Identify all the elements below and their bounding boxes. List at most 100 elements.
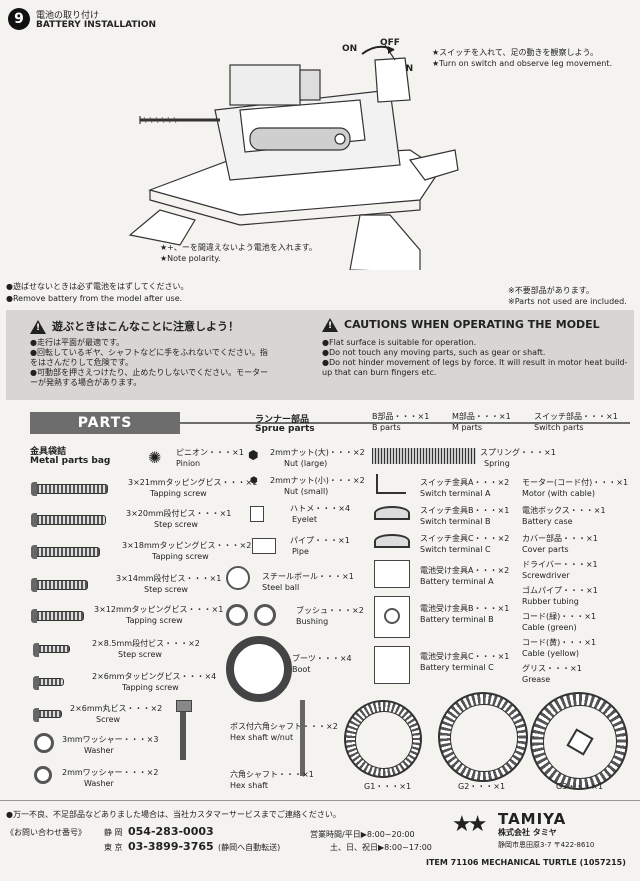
metal-parts-title-jp: 金具袋詰 <box>30 447 67 457</box>
part-label-en: Boot <box>292 665 311 674</box>
part-label-jp: ブーツ・・・×4 <box>292 654 352 663</box>
sprue-switch-en: Switch parts <box>534 423 584 432</box>
part-label-en: Cable (yellow) <box>522 649 580 658</box>
part-label-jp: 2×6mmタッピングビス・・・×4 <box>92 672 217 681</box>
part-label-en: Tapping screw <box>122 683 179 692</box>
sprue-b-en: B parts <box>372 423 401 432</box>
part-label-en: Cover parts <box>522 545 569 554</box>
part-label-en: Switch terminal A <box>420 489 491 498</box>
part-label-jp: 3×14mm段付ビス・・・×1 <box>116 574 222 583</box>
polarity-note-en: ★Note polarity. <box>160 254 221 263</box>
tokyo-transfer-note: (静岡へ自動転送) <box>218 843 281 852</box>
switch-terminal-c-icon <box>374 534 410 548</box>
part-label-en: Battery case <box>522 517 573 526</box>
screw-3x21-icon <box>31 482 108 496</box>
part-label-jp: スイッチ金具B・・・×1 <box>420 506 510 515</box>
part-label-jp: 電池受け金具A・・・×2 <box>420 566 510 575</box>
battery-terminal-b-contact-icon <box>384 608 400 624</box>
spring-icon <box>372 448 476 464</box>
part-label-jp: 電池ボックス・・・×1 <box>522 506 606 515</box>
business-hours-weekday: 営業時間/平日▶8:00~20:00 <box>310 830 415 839</box>
tokyo-label: 東 京 <box>104 843 123 852</box>
part-label-en: Switch terminal C <box>420 545 491 554</box>
part-label-jp: 2mmナット(大)・・・×2 <box>270 448 365 457</box>
footer-divider <box>0 800 640 801</box>
cautions-list-jp: ●走行は平面が最適です。 ●回転しているギヤ、シャフトなどに手をふれないでくださ… <box>30 338 269 387</box>
cautions-title-en: CAUTIONS WHEN OPERATING THE MODEL <box>322 318 600 332</box>
part-label-jp: スチールボール・・・×1 <box>262 572 354 581</box>
part-label-jp: 3×20mm段付ビス・・・×1 <box>126 509 232 518</box>
gear-g3-label: G3・・・×1 <box>556 782 604 791</box>
metal-parts-title-en: Metal parts bag <box>30 456 111 466</box>
part-label-jp: コード(緑)・・・×1 <box>522 612 597 621</box>
screw-2x6-tapping-icon <box>33 676 64 690</box>
contact-label: 《お問い合わせ番号》 <box>6 828 86 837</box>
gear-g2-label: G2・・・×1 <box>458 782 506 791</box>
part-label-jp: 六角シャフト・・・×1 <box>230 770 314 779</box>
part-label-jp: ポス付六角シャフト・・・×2 <box>230 722 338 731</box>
business-hours-weekend: 土、日、祝日▶8:00~17:00 <box>330 843 432 852</box>
screw-3x20-icon <box>31 513 106 527</box>
company-address: 静岡市恩田原3-7 〒422-8610 <box>498 841 595 849</box>
boot-icon <box>226 636 292 702</box>
screw-3x12-icon <box>31 609 84 623</box>
tamiya-stars-logo-icon: ★★ <box>452 812 488 837</box>
gear-g2-icon <box>438 692 528 782</box>
switch-off-label: OFF <box>380 38 400 48</box>
part-label-jp: カバー部品・・・×1 <box>522 534 598 543</box>
nut-small-icon: ⬢ <box>250 476 258 486</box>
part-label-jp: 3×18mmタッピングビス・・・×2 <box>122 541 252 550</box>
part-label-jp: ブッシュ・・・×2 <box>296 606 364 615</box>
part-label-jp: モーター(コード付)・・・×1 <box>522 478 629 487</box>
screw-3x18-icon <box>31 545 100 559</box>
hex-shaft-with-nut-icon <box>180 706 186 760</box>
sprue-parts-title-jp: ランナー部品 <box>255 415 310 425</box>
unused-parts-jp: ※不要部品があります。 <box>508 286 594 295</box>
part-label-en: Spring <box>484 459 510 468</box>
part-label-jp: 電池受け金具C・・・×1 <box>420 652 510 661</box>
switch-on-label: ON <box>342 44 358 54</box>
part-label-en: Steel ball <box>262 583 300 592</box>
part-label-en: Battery terminal B <box>420 615 494 624</box>
company-name-jp: 株式会社 タミヤ <box>498 828 557 837</box>
washer-3mm-icon <box>34 733 54 753</box>
pinion-icon: ✺ <box>148 448 162 467</box>
part-label-en: Step screw <box>118 650 162 659</box>
screw-2x6-round-icon <box>33 708 62 722</box>
part-label-en: Cable (green) <box>522 623 577 632</box>
part-label-en: Hex shaft <box>230 781 269 790</box>
warning-icon <box>30 320 46 334</box>
part-label-en: Battery terminal C <box>420 663 494 672</box>
part-label-jp: スイッチ金具C・・・×2 <box>420 534 510 543</box>
part-label-jp: グリス・・・×1 <box>522 664 582 673</box>
sprue-parts-title-en: Sprue parts <box>255 424 315 434</box>
tokyo-phone: 03-3899-3765 <box>128 840 214 853</box>
battery-installation-illustration <box>128 44 459 270</box>
part-label-en: Tapping screw <box>152 552 209 561</box>
observe-note-jp: ★スイッチを入れて、足の動きを観察しよう。 <box>432 48 599 57</box>
part-label-en: Nut (large) <box>284 459 328 468</box>
part-label-jp: ピニオン・・・×1 <box>176 448 244 457</box>
battery-terminal-c-icon <box>374 646 410 684</box>
part-label-en: Rubber tubing <box>522 597 579 606</box>
part-label-en: Pinion <box>176 459 201 468</box>
part-label-jp: コード(黄)・・・×1 <box>522 638 597 647</box>
steel-ball-icon <box>226 566 250 590</box>
gear-g1-icon <box>344 700 422 778</box>
part-label-jp: パイプ・・・×1 <box>290 536 350 545</box>
part-label-en: Hex shaft w/nut <box>230 733 294 742</box>
step-number-badge: 9 <box>8 8 30 30</box>
bushing-icon <box>226 604 248 626</box>
sprue-m-jp: M部品・・・×1 <box>452 412 511 421</box>
part-label-jp: 2×6mm丸ビス・・・×2 <box>70 704 163 713</box>
parts-header: PARTS <box>30 412 180 434</box>
part-label-jp: 電池受け金具B・・・×1 <box>420 604 510 613</box>
unused-parts-en: ※Parts not used are included. <box>508 297 627 306</box>
remove-battery-en: ●Remove battery from the model after use… <box>6 294 183 303</box>
shizuoka-phone: 054-283-0003 <box>128 825 214 838</box>
part-label-en: Grease <box>522 675 551 684</box>
eyelet-icon <box>250 506 264 522</box>
cautions-panel <box>6 310 634 400</box>
part-label-jp: 2mmナット(小)・・・×2 <box>270 476 365 485</box>
part-label-en: Bushing <box>296 617 329 626</box>
